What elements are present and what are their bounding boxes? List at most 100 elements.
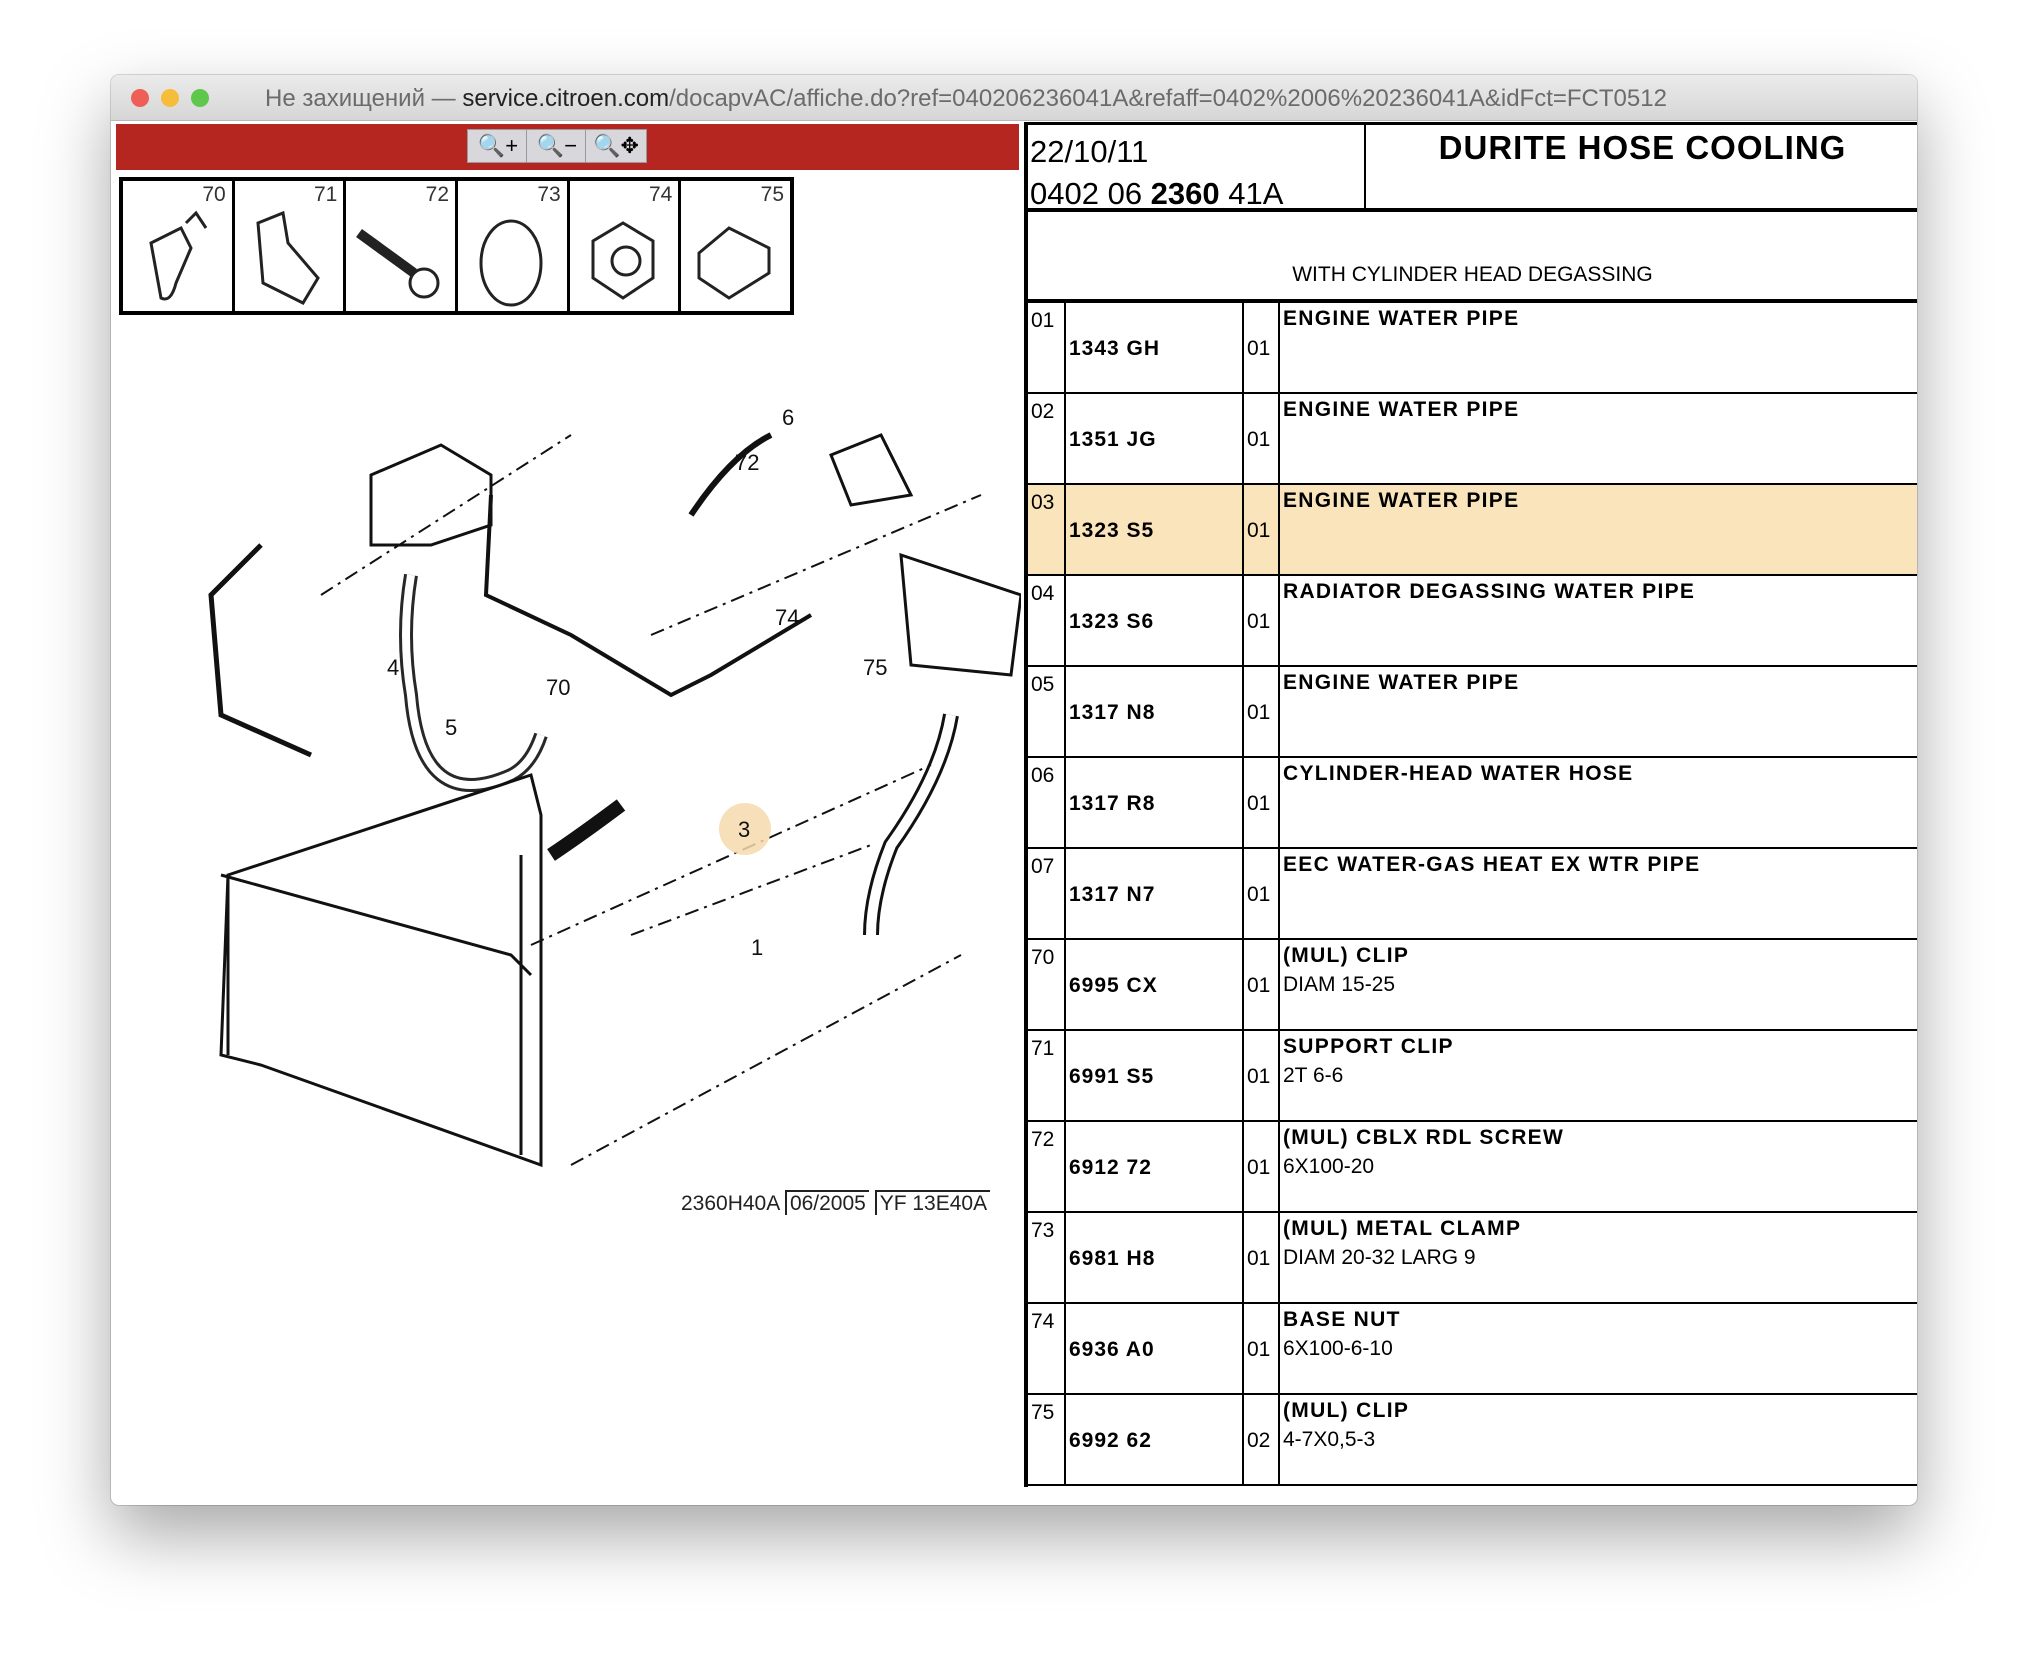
part-number-cell[interactable]: 6992 62 bbox=[1066, 1395, 1244, 1484]
parts-diagram[interactable]: 1 2 3 4 5 6 7 70 72 74 75 bbox=[111, 315, 1021, 1265]
callout-4[interactable]: 4 bbox=[387, 655, 399, 680]
part-number-cell[interactable]: 6991 S5 bbox=[1066, 1031, 1244, 1120]
part-name: RADIATOR DEGASSING WATER PIPE bbox=[1283, 580, 1696, 603]
qty-cell: 01 bbox=[1244, 1122, 1280, 1211]
part-number-cell[interactable]: 1343 GH bbox=[1066, 303, 1244, 392]
qty-cell: 01 bbox=[1244, 940, 1280, 1029]
diagram-ref: 2360H40A bbox=[681, 1192, 780, 1215]
nut-icon bbox=[591, 221, 655, 300]
ref-cell: 07 bbox=[1028, 849, 1066, 938]
table-row[interactable]: 04 1323 S6 01 RADIATOR DEGASSING WATER P… bbox=[1028, 576, 1917, 667]
part-number-cell[interactable]: 6981 H8 bbox=[1066, 1213, 1244, 1302]
part-number-cell[interactable]: 1323 S6 bbox=[1066, 576, 1244, 665]
thumbnail-74[interactable]: 74 bbox=[570, 181, 682, 311]
part-number-cell[interactable]: 6995 CX bbox=[1066, 940, 1244, 1029]
qty-cell: 01 bbox=[1244, 303, 1280, 392]
part-number-cell[interactable]: 6912 72 bbox=[1066, 1122, 1244, 1211]
thumb-label: 72 bbox=[425, 183, 450, 206]
pan-button[interactable]: 🔍✥ bbox=[585, 129, 647, 163]
part-detail: 6X100-6-10 bbox=[1283, 1337, 1393, 1360]
qty-cell: 01 bbox=[1244, 1304, 1280, 1393]
ref-cell: 03 bbox=[1028, 485, 1066, 574]
description-cell: ENGINE WATER PIPE bbox=[1280, 303, 1917, 392]
callout-74[interactable]: 74 bbox=[775, 605, 799, 630]
ref-cell: 01 bbox=[1028, 303, 1066, 392]
description-cell: ENGINE WATER PIPE bbox=[1280, 394, 1917, 483]
part-name: (MUL) CLIP bbox=[1283, 944, 1410, 967]
qty-cell: 01 bbox=[1244, 485, 1280, 574]
part-number-cell[interactable]: 1317 R8 bbox=[1066, 758, 1244, 847]
part-number-cell[interactable]: 1351 JG bbox=[1066, 394, 1244, 483]
qty-cell: 01 bbox=[1244, 1213, 1280, 1302]
description-cell: (MUL) METAL CLAMP DIAM 20-32 LARG 9 bbox=[1280, 1213, 1917, 1302]
part-name: ENGINE WATER PIPE bbox=[1283, 398, 1520, 421]
table-row[interactable]: 07 1317 N7 01 EEC WATER-GAS HEAT EX WTR … bbox=[1028, 849, 1917, 940]
description-cell: ENGINE WATER PIPE bbox=[1280, 485, 1917, 574]
header-ref: 0402 06 2360 41A bbox=[1030, 176, 1284, 211]
part-number-cell[interactable]: 1317 N7 bbox=[1066, 849, 1244, 938]
part-name: (MUL) CBLX RDL SCREW bbox=[1283, 1126, 1565, 1149]
part-name: (MUL) METAL CLAMP bbox=[1283, 1217, 1522, 1240]
callout-75[interactable]: 75 bbox=[863, 655, 887, 680]
qty-cell: 01 bbox=[1244, 667, 1280, 756]
browser-window: Не захищений — service.citroen.com/docap… bbox=[111, 75, 1917, 1505]
callout-3[interactable]: 3 bbox=[738, 817, 750, 842]
callout-70[interactable]: 70 bbox=[546, 675, 570, 700]
diagram-code: YF 13E40A bbox=[874, 1190, 991, 1215]
table-row[interactable]: 02 1351 JG 01 ENGINE WATER PIPE bbox=[1028, 394, 1917, 485]
highlight-marker bbox=[719, 803, 771, 855]
part-detail: DIAM 20-32 LARG 9 bbox=[1283, 1246, 1476, 1269]
thumbnail-72[interactable]: 72 bbox=[346, 181, 459, 311]
callout-5[interactable]: 5 bbox=[445, 715, 457, 740]
description-cell: CYLINDER-HEAD WATER HOSE bbox=[1280, 758, 1917, 847]
thumbnail-71[interactable]: 71 bbox=[235, 181, 347, 311]
part-name: ENGINE WATER PIPE bbox=[1283, 307, 1520, 330]
thumb-label: 71 bbox=[313, 183, 338, 206]
table-row[interactable]: 01 1343 GH 01 ENGINE WATER PIPE bbox=[1028, 303, 1917, 394]
screw-icon bbox=[356, 228, 440, 299]
thumbnail-70[interactable]: 70 bbox=[123, 181, 235, 311]
support-clip-icon bbox=[256, 210, 320, 305]
zoom-out-button[interactable]: 🔍− bbox=[526, 129, 588, 163]
part-name: SUPPORT CLIP bbox=[1283, 1035, 1454, 1058]
callout-72[interactable]: 72 bbox=[735, 450, 759, 475]
qty-cell: 02 bbox=[1244, 1395, 1280, 1484]
table-row[interactable]: 03 1323 S5 01 ENGINE WATER PIPE bbox=[1028, 485, 1917, 576]
close-button[interactable] bbox=[131, 89, 149, 107]
maximize-button[interactable] bbox=[191, 89, 209, 107]
zoom-in-button[interactable]: 🔍+ bbox=[467, 129, 529, 163]
minimize-button[interactable] bbox=[161, 89, 179, 107]
part-number-cell[interactable]: 6936 A0 bbox=[1066, 1304, 1244, 1393]
part-number-cell[interactable]: 1323 S5 bbox=[1066, 485, 1244, 574]
thumb-label: 74 bbox=[649, 183, 673, 206]
clip-icon bbox=[149, 210, 208, 301]
clip-icon bbox=[697, 226, 771, 300]
zoom-out-icon: 🔍− bbox=[536, 133, 578, 158]
part-detail: 4-7X0,5-3 bbox=[1283, 1428, 1376, 1451]
clamp-icon bbox=[479, 219, 543, 307]
thumbnail-73[interactable]: 73 bbox=[458, 181, 570, 311]
thumbnail-75[interactable]: 75 bbox=[681, 181, 790, 311]
url-path: /docapvAC/affiche.do?ref=040206236041A&r… bbox=[669, 85, 1667, 112]
part-name: EEC WATER-GAS HEAT EX WTR PIPE bbox=[1283, 853, 1701, 876]
qty-cell: 01 bbox=[1244, 849, 1280, 938]
address-bar[interactable]: Не захищений — service.citroen.com/docap… bbox=[265, 85, 1667, 113]
table-row[interactable]: 06 1317 R8 01 CYLINDER-HEAD WATER HOSE bbox=[1028, 758, 1917, 849]
table-row[interactable]: 05 1317 N8 01 ENGINE WATER PIPE bbox=[1028, 667, 1917, 758]
ref-cell: 04 bbox=[1028, 576, 1066, 665]
callout-6[interactable]: 6 bbox=[782, 405, 794, 430]
callout-1[interactable]: 1 bbox=[751, 935, 763, 960]
thumb-label: 73 bbox=[537, 183, 561, 206]
part-number-cell[interactable]: 1317 N8 bbox=[1066, 667, 1244, 756]
